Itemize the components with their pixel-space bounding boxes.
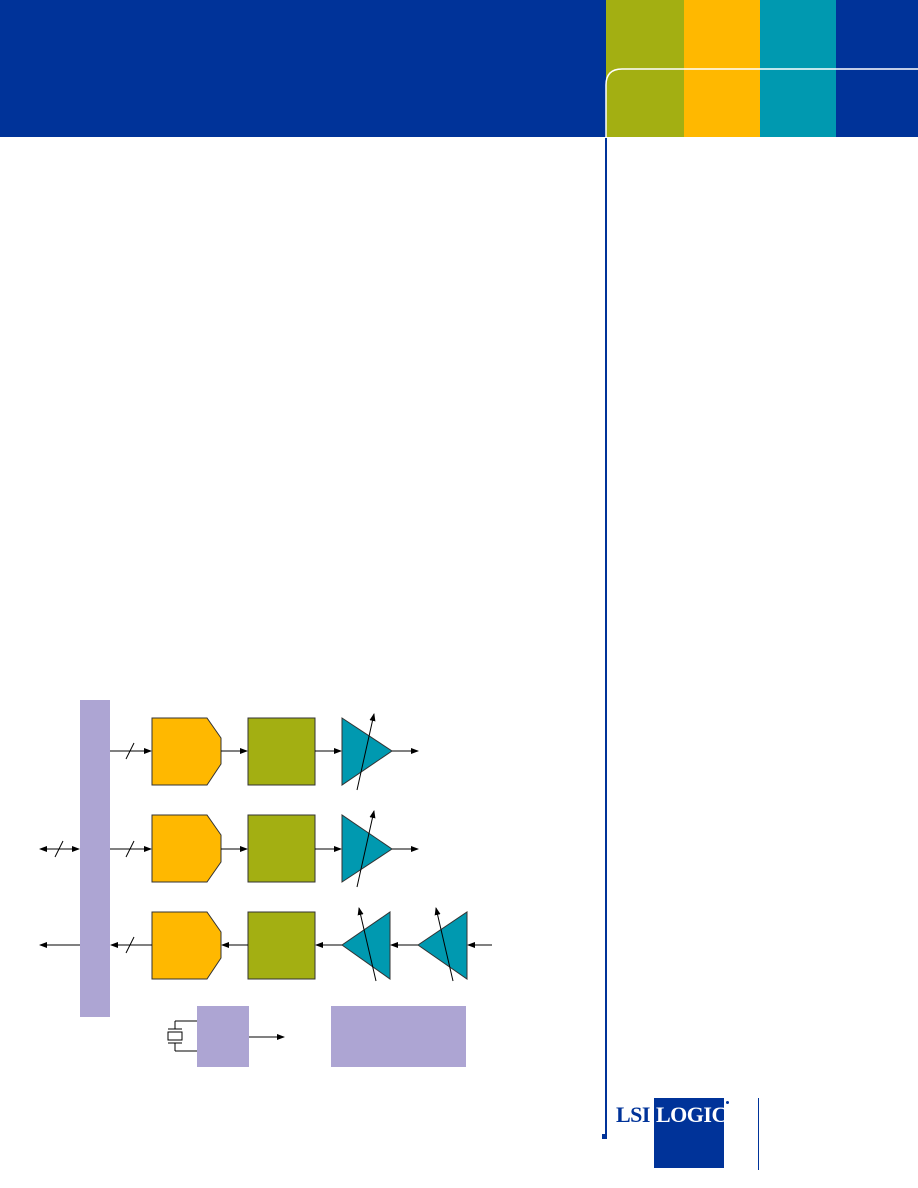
amplifier-1 xyxy=(341,717,393,786)
slash-mark xyxy=(125,840,135,858)
filter-block-1 xyxy=(247,717,316,786)
amplifier-3a xyxy=(341,911,391,980)
logo-box xyxy=(654,1098,724,1168)
gain-arrow-3b xyxy=(434,907,454,982)
crystal-icon xyxy=(167,1020,197,1052)
converter-block-3 xyxy=(151,911,222,980)
gain-arrow-1 xyxy=(356,713,376,791)
interface-bus xyxy=(80,700,110,1017)
filter-block-2 xyxy=(247,814,316,883)
logo-divider xyxy=(758,1098,759,1170)
block-diagram xyxy=(39,700,492,1067)
lsi-logic-logo: LSI LOGIC xyxy=(616,1098,736,1170)
converter-block-2 xyxy=(151,814,222,883)
slash-mark xyxy=(125,742,135,760)
control-block xyxy=(331,1006,466,1067)
amplifier-3b xyxy=(417,911,468,980)
slash-mark xyxy=(54,840,64,858)
gain-arrow-3a xyxy=(357,907,377,982)
registered-mark-icon xyxy=(726,1101,729,1104)
filter-block-3 xyxy=(247,911,316,980)
slash-mark xyxy=(125,936,135,954)
vertical-rule xyxy=(605,138,607,1136)
logo-logic-text: LOGIC xyxy=(656,1102,727,1127)
oscillator-block xyxy=(197,1006,249,1067)
amplifier-2 xyxy=(341,814,393,883)
gain-arrow-2 xyxy=(356,810,376,888)
logo-lsi-text: LSI xyxy=(616,1102,650,1127)
converter-block-1 xyxy=(151,717,222,786)
corner-accent-line xyxy=(605,68,918,157)
rule-end-dot xyxy=(602,1134,607,1139)
